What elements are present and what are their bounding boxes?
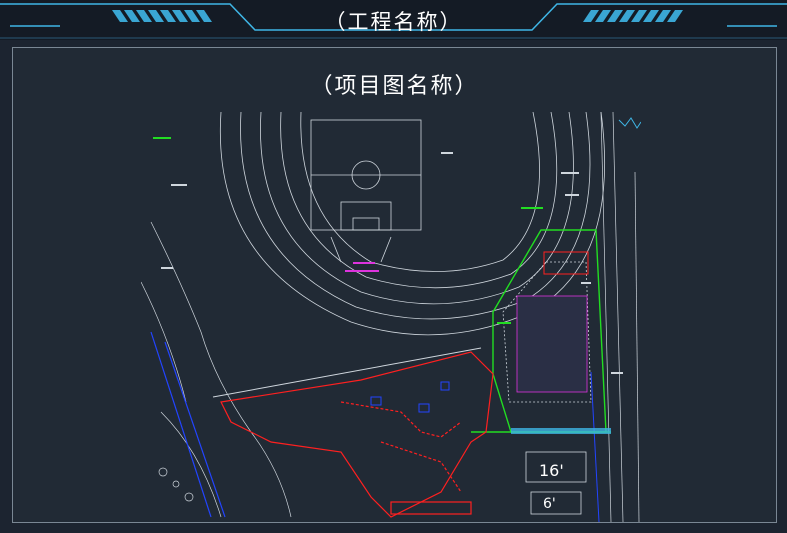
left-site-lines — [141, 221, 292, 518]
red-construction-area — [220, 351, 494, 518]
red-structure-top — [543, 251, 589, 275]
cyan-scribble — [618, 117, 641, 129]
building-outline — [502, 261, 592, 403]
drawing-panel: （项目图名称） — [12, 47, 777, 523]
annotation-marks — [161, 152, 623, 374]
blue-markers — [370, 381, 450, 413]
building-blocks — [525, 451, 587, 515]
block-label-main: 16' — [539, 461, 564, 480]
stadium-track — [219, 112, 606, 336]
header-decoration — [0, 3, 787, 39]
football-field — [310, 119, 422, 263]
block-label-sub: 6' — [543, 496, 556, 512]
building-footprint — [516, 295, 588, 393]
right-road-lines — [600, 112, 640, 522]
app-title: （工程名称） — [324, 10, 463, 34]
magenta-annotations — [345, 262, 379, 272]
app-header: （工程名称） — [0, 0, 787, 40]
green-labels — [153, 137, 543, 324]
blue-road-lines — [150, 331, 226, 518]
cyan-strip — [511, 428, 611, 434]
cad-drawing-canvas[interactable]: 16' 6' — [141, 112, 641, 522]
panel-title: （项目图名称） — [310, 74, 479, 99]
blue-road-right — [590, 371, 600, 522]
white-site-line — [212, 347, 482, 398]
